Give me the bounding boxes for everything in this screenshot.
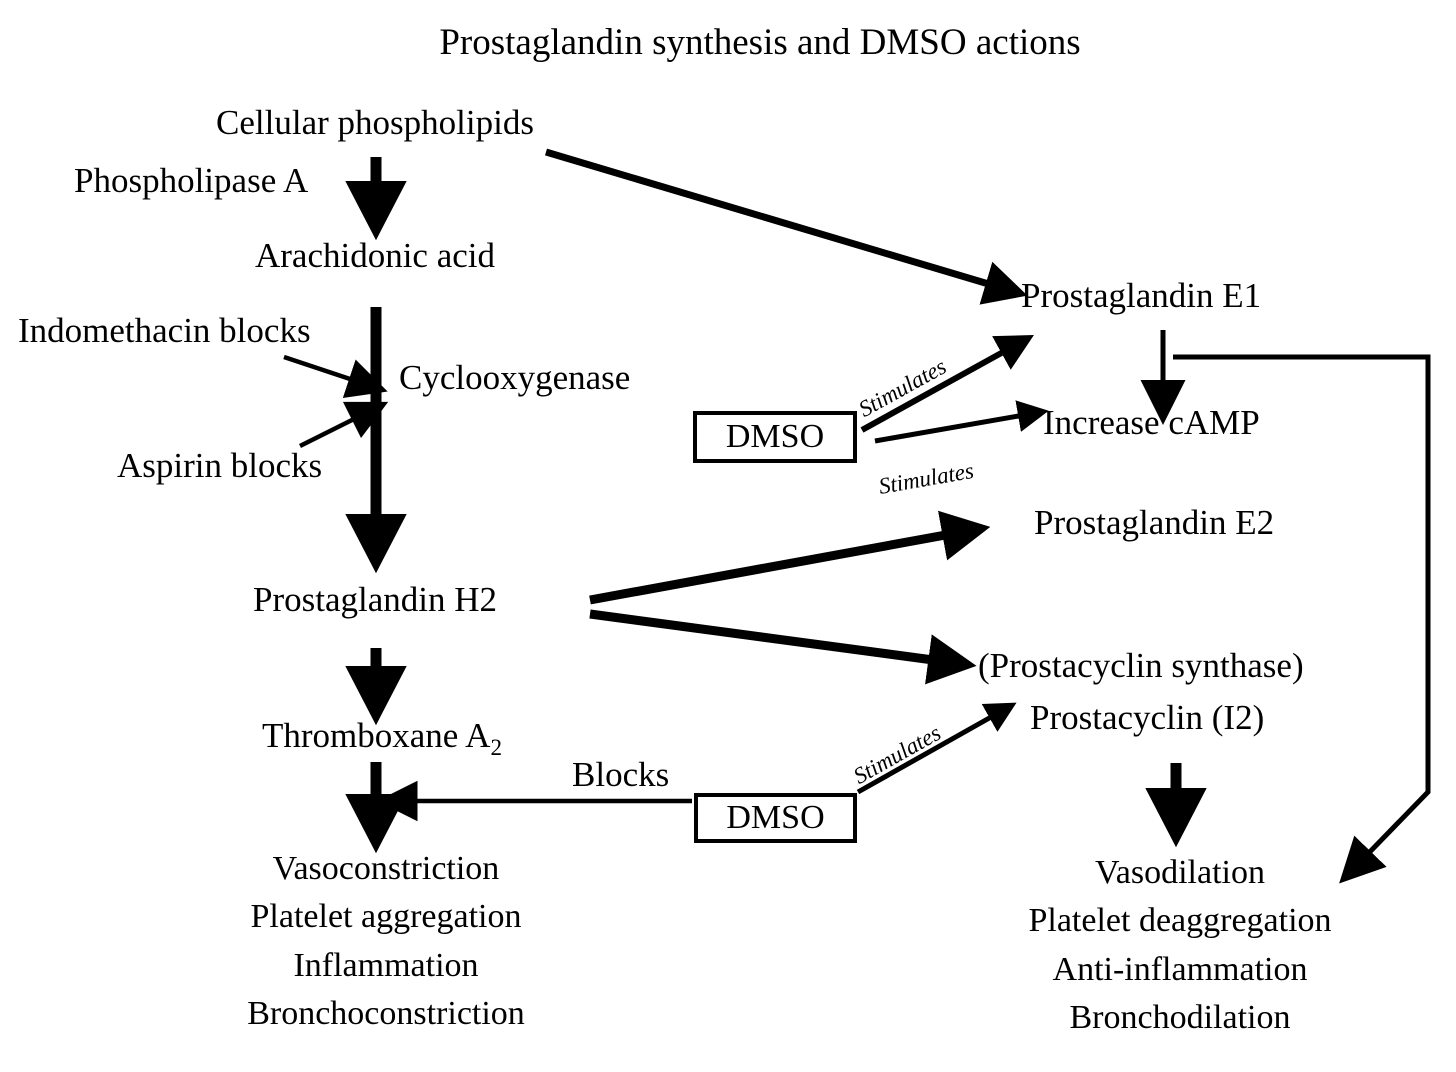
node-prostaglandin-e1: Prostaglandin E1 bbox=[1021, 276, 1262, 315]
outcome-right-2: Anti-inflammation bbox=[1052, 950, 1308, 988]
outcome-right-1: Platelet deaggregation bbox=[1028, 902, 1332, 940]
arrow-aspirin-blocks bbox=[298, 401, 389, 449]
arrow-pgh2-to-prostacyclin bbox=[589, 609, 977, 685]
label-cyclooxygenase: Cyclooxygenase bbox=[399, 358, 631, 397]
node-prostacyclin-synthase: (Prostacyclin synthase) bbox=[978, 646, 1304, 685]
outcomes-left: Vasoconstriction Platelet aggregation In… bbox=[247, 845, 525, 1038]
outcome-left-0: Vasoconstriction bbox=[272, 850, 500, 887]
label-aspirin-blocks: Aspirin blocks bbox=[117, 446, 323, 485]
dmso-box-bottom[interactable]: DMSO bbox=[694, 793, 857, 843]
outcome-right-0: Vasodilation bbox=[1095, 854, 1265, 891]
node-prostaglandin-h2: Prostaglandin H2 bbox=[252, 580, 498, 619]
label-phospholipase-a: Phospholipase A bbox=[74, 161, 309, 200]
outcomes-right: Vasodilation Platelet deaggregation Anti… bbox=[1028, 849, 1331, 1042]
node-arachidonic-acid: Arachidonic acid bbox=[254, 236, 496, 275]
arrow-dmso-stimulates-camp bbox=[874, 400, 1049, 444]
outcome-left-1: Platelet aggregation bbox=[250, 898, 522, 936]
thromboxane-subscript: 2 bbox=[490, 734, 502, 760]
outcome-left-2: Inflammation bbox=[293, 946, 479, 984]
outcome-right-3: Bronchodilation bbox=[1069, 998, 1291, 1036]
dmso-top-label: DMSO bbox=[725, 418, 825, 455]
dmso-bottom-label: DMSO bbox=[726, 799, 825, 836]
arrow-pgh2-to-pge2 bbox=[589, 510, 991, 605]
node-prostacyclin-i2: Prostacyclin (I2) bbox=[1030, 698, 1265, 737]
node-prostaglandin-e2: Prostaglandin E2 bbox=[1034, 503, 1275, 542]
node-increase-camp: Increase cAMP bbox=[1043, 403, 1260, 442]
page-title: Prostaglandin synthesis and DMSO actions bbox=[439, 22, 1081, 63]
node-cellular-phospholipids: Cellular phospholipids bbox=[216, 103, 534, 142]
thromboxane-label: Thromboxane A bbox=[262, 716, 491, 755]
edge-label-stimulates-pge1: Stimulates bbox=[854, 353, 951, 422]
arrow-indomethacin-blocks bbox=[283, 354, 388, 398]
arrow-phospholipids-to-pge1 bbox=[544, 148, 1028, 305]
label-indomethacin-blocks: Indomethacin blocks bbox=[18, 311, 311, 350]
node-thromboxane-a2: Thromboxane A2 bbox=[262, 718, 502, 759]
edge-label-stimulates-camp: Stimulates bbox=[876, 457, 976, 499]
dmso-box-top[interactable]: DMSO bbox=[693, 411, 857, 463]
edge-label-stimulates-prostacyclin: Stimulates bbox=[849, 720, 945, 789]
edge-label-blocks: Blocks bbox=[572, 755, 670, 794]
outcome-left-3: Bronchoconstriction bbox=[247, 994, 525, 1032]
